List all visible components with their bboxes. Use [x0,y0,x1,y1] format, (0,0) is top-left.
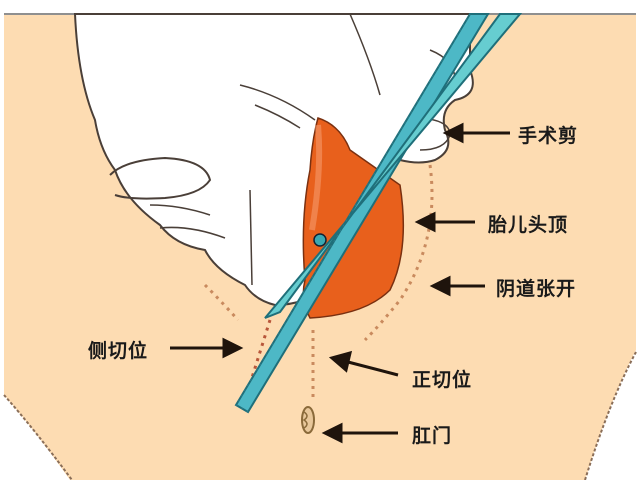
label-fetal-head: 胎儿头顶 [488,214,569,236]
skin-outline-right [584,351,637,481]
skin-outline-left [3,394,73,481]
surgical-scissors [234,13,523,414]
anus-icon [301,406,315,434]
label-median-incision: 正切位 [412,369,473,391]
label-anus: 肛门 [412,425,453,447]
callout-arrows [170,122,510,444]
label-vagina-dilated: 阴道张开 [496,278,577,300]
label-mediolateral-incision: 侧切位 [88,340,149,362]
label-surgical-scissors: 手术剪 [518,125,579,147]
mediolateral-incision-line [243,319,272,401]
